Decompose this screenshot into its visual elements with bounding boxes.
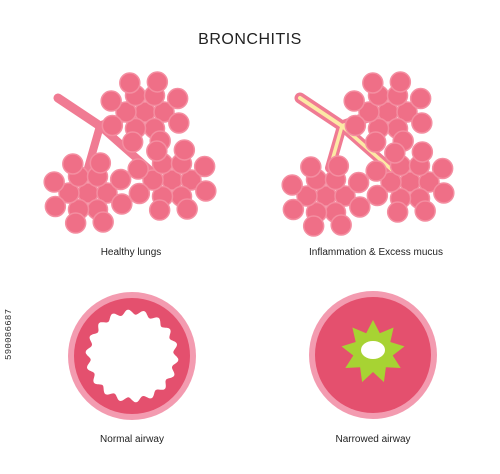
alveolus (180, 169, 202, 191)
alveolus (411, 112, 433, 134)
alveolus (121, 131, 144, 153)
alveolus (64, 212, 87, 234)
alveolus (146, 71, 169, 93)
alveolus (281, 174, 303, 196)
alveolus (173, 139, 196, 161)
alveolus (119, 72, 141, 94)
alveolus (389, 71, 412, 93)
alveolus (366, 184, 389, 207)
alveolus (62, 153, 84, 175)
alveolus (58, 182, 80, 204)
alveolus (380, 171, 402, 193)
alveoli-cluster (365, 141, 455, 223)
alveolus (100, 90, 122, 112)
alveolus (89, 152, 112, 174)
inflamed-lungs-illustration (281, 71, 455, 237)
alveolus (282, 198, 305, 221)
alveolus (362, 72, 384, 94)
alveolus (431, 157, 454, 180)
alveolus (414, 200, 436, 222)
caption-narrowed-airway: Narrowed airway (335, 434, 411, 445)
alveolus (433, 182, 455, 204)
alveolus (142, 169, 164, 191)
alveolus (365, 160, 387, 182)
alveolus (296, 185, 318, 207)
caption-inflammation: Inflammation & Excess mucus (309, 247, 443, 258)
caption-healthy-lungs: Healthy lungs (100, 247, 162, 258)
alveolus (358, 101, 380, 123)
alveolus (148, 199, 171, 221)
alveolus (349, 196, 371, 218)
alveolus (418, 171, 440, 193)
alveolus (44, 195, 67, 218)
alveolus (344, 114, 367, 137)
alveolus (146, 140, 168, 162)
alveolus (347, 171, 370, 194)
normal-airway-illustration (68, 292, 196, 420)
alveolus (386, 201, 409, 223)
normal-airway-lumen (85, 309, 179, 403)
alveolus (92, 211, 114, 233)
alveolus (115, 101, 137, 123)
alveolus (411, 141, 434, 163)
alveolus (364, 131, 387, 153)
alveolus (409, 87, 432, 110)
alveolus (43, 171, 65, 193)
alveolus (334, 185, 356, 207)
alveolus (176, 198, 198, 220)
alveolus (111, 193, 133, 215)
alveolus (101, 114, 124, 137)
alveoli-cluster (127, 139, 217, 221)
stock-id: 590086687 (4, 308, 14, 360)
page-title: BRONCHITIS (198, 31, 302, 48)
alveolus (153, 101, 175, 123)
alveolus (327, 155, 350, 177)
alveolus (195, 180, 217, 202)
alveolus (193, 155, 216, 178)
alveolus (168, 112, 190, 134)
alveoli-cluster (281, 155, 371, 237)
alveolus (396, 101, 418, 123)
alveolus (300, 156, 322, 178)
healthy-lungs-illustration (43, 71, 217, 234)
alveolus (384, 142, 406, 164)
alveoli-cluster (100, 71, 190, 153)
narrowed-airway-illustration (309, 291, 437, 419)
alveolus (343, 90, 365, 112)
caption-normal-airway: Normal airway (100, 434, 164, 445)
alveoli-cluster (43, 152, 133, 234)
alveolus (96, 182, 118, 204)
alveolus (302, 215, 325, 237)
alveolus (109, 168, 132, 191)
alveolus (128, 182, 151, 205)
alveolus (330, 214, 352, 236)
narrowed-airway-lumen (361, 341, 385, 359)
alveolus (127, 158, 149, 180)
alveolus (166, 87, 189, 110)
